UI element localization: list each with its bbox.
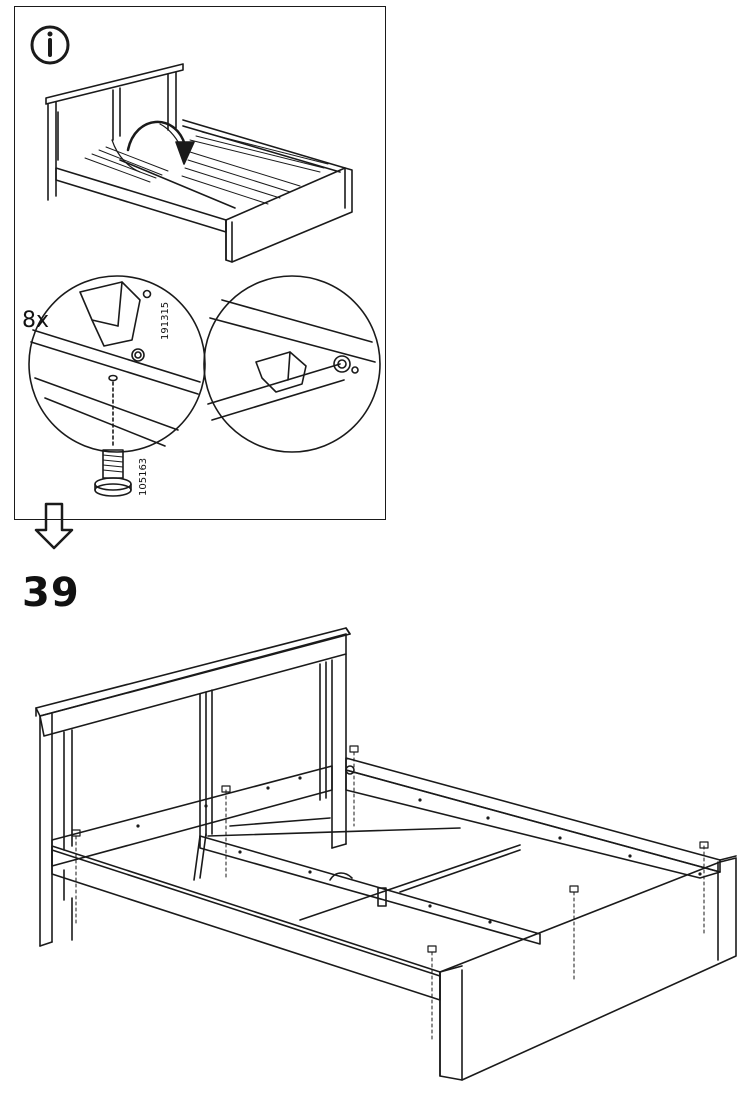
detail-circle-left: [28, 275, 206, 453]
info-panel: [14, 6, 386, 520]
bed-assembly-main: [35, 627, 737, 1081]
bed-overview-illustration: [45, 63, 353, 263]
part-number-screw: 105163: [138, 457, 149, 496]
arrow-down-icon: [34, 502, 74, 550]
part-number-fitting: 191315: [160, 301, 171, 340]
step-number: 39: [22, 570, 80, 616]
detail-circle-right: [203, 275, 381, 453]
screw-drawing: [94, 449, 132, 497]
quantity-label: 8x: [22, 308, 50, 333]
info-icon: [30, 25, 70, 65]
